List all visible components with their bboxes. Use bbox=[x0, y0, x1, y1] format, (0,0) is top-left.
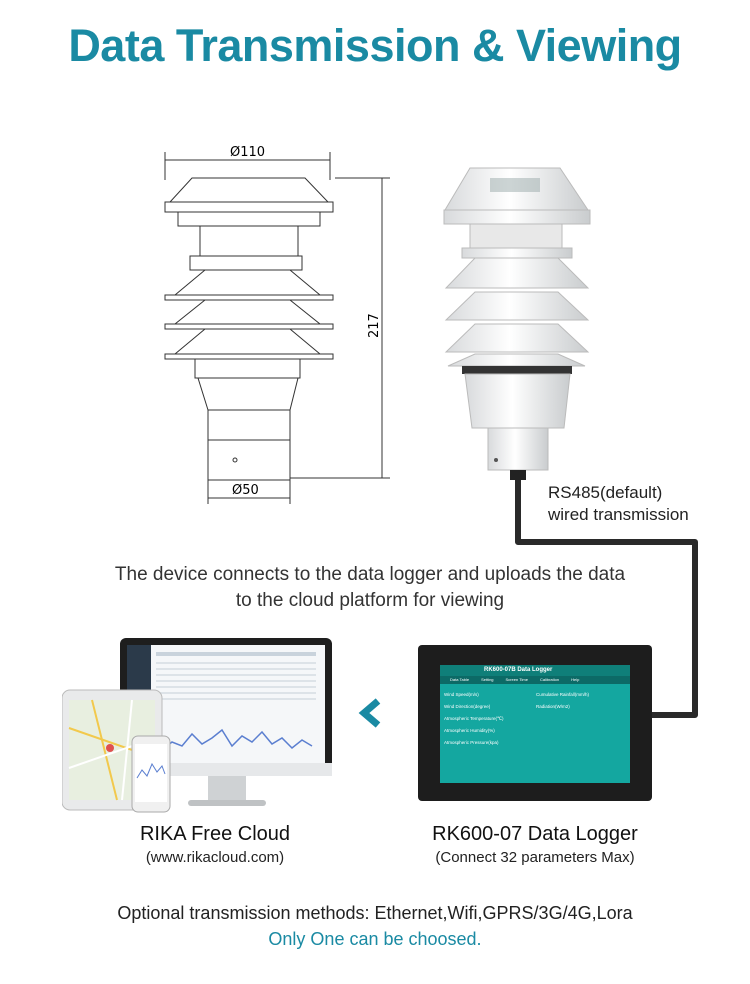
logger-row: Atmospheric Humidity(%) bbox=[444, 728, 495, 733]
menu-screen-time: Screen Time bbox=[505, 677, 528, 682]
weather-sensor-photo bbox=[443, 167, 591, 480]
connection-type: RS485(default) bbox=[548, 483, 663, 502]
top-diameter-label: Ø110 bbox=[230, 145, 265, 160]
menu-setting: Setting bbox=[481, 677, 494, 682]
logger-screen-right-rows: Cumulative Rainfall(mm/h) Radiation(W/m2… bbox=[536, 689, 589, 713]
logger-row: Atmospheric Pressure(kpa) bbox=[444, 740, 499, 745]
logger-note: (Connect 32 parameters Max) bbox=[435, 849, 635, 866]
description-line-1: The device connects to the data logger a… bbox=[114, 564, 626, 585]
menu-calibration: Calibration bbox=[539, 677, 560, 682]
logger-screen-rows: Wind Speed(m/s) Wind Direction(degree) A… bbox=[440, 684, 630, 749]
transmission-note: Only One can be choosed. bbox=[268, 929, 482, 949]
transmission-methods: Optional transmission methods: Ethernet,… bbox=[117, 903, 633, 923]
logger-row: Wind Direction(degree) bbox=[444, 704, 491, 709]
cloud-url[interactable]: (www.rikacloud.com) bbox=[145, 849, 285, 866]
cloud-devices-illustration bbox=[62, 638, 332, 813]
logger-row: Cumulative Rainfall(mm/h) bbox=[536, 692, 590, 697]
cloud-name: RIKA Free Cloud bbox=[139, 823, 291, 845]
menu-data-table: Data Table bbox=[450, 677, 470, 682]
description-line-2: to the cloud platform for viewing bbox=[235, 590, 505, 611]
logger-name: RK600-07 Data Logger bbox=[432, 823, 638, 845]
data-logger-device: RK600-07B Data Logger Data Table Setting… bbox=[418, 645, 652, 801]
description: The device connects to the data logger a… bbox=[40, 562, 700, 614]
connection-mode: wired transmission bbox=[548, 505, 689, 524]
connection-label: RS485(default) wired transmission bbox=[548, 482, 689, 526]
logger-screen: RK600-07B Data Logger Data Table Setting… bbox=[440, 665, 630, 783]
sensor-dimension-drawing: Ø110 Ø50 217 bbox=[164, 145, 390, 504]
chevron-left-icon bbox=[358, 698, 381, 728]
logger-screen-header: RK600-07B Data Logger bbox=[440, 665, 630, 676]
height-label: 217 bbox=[367, 313, 382, 338]
menu-help: Help bbox=[571, 677, 580, 682]
logger-row: Atmospheric Temperature(℃) bbox=[444, 716, 504, 721]
logger-screen-menu: Data Table Setting Screen Time Calibrati… bbox=[440, 676, 630, 684]
logger-row: Wind Speed(m/s) bbox=[444, 692, 479, 697]
page-title: Data Transmission & Viewing bbox=[68, 20, 682, 71]
logger-row: Radiation(W/m2) bbox=[536, 704, 570, 709]
bottom-diameter-label: Ø50 bbox=[232, 483, 259, 498]
